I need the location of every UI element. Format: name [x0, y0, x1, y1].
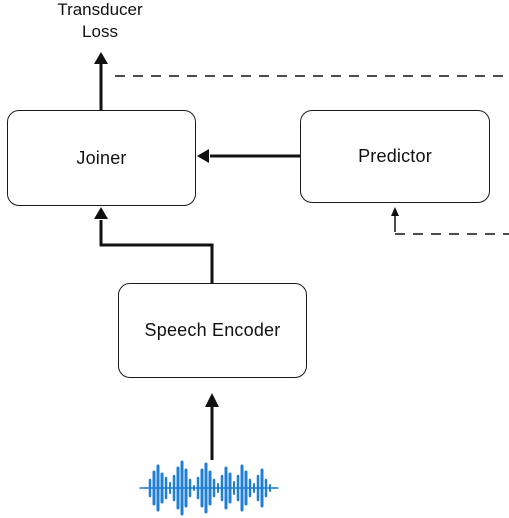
transducer-loss-line1: Transducer [57, 0, 143, 19]
arrowhead-joiner-bottom [94, 207, 108, 219]
arrowhead-joiner-right [197, 149, 209, 163]
joiner-label: Joiner [76, 147, 127, 168]
arrow-encoder-to-joiner [99, 220, 214, 283]
joiner-box: Joiner [7, 110, 196, 206]
transducer-loss-label: Transducer Loss [30, 0, 170, 43]
predictor-box: Predictor [300, 110, 490, 203]
speech-encoder-label: Speech Encoder [144, 320, 281, 340]
arrowhead-predictor [391, 207, 399, 216]
arrowhead-loss [94, 52, 108, 64]
predictor-label: Predictor [358, 146, 432, 166]
audio-waveform-icon [139, 460, 279, 516]
speech-encoder-box: Speech Encoder [118, 283, 307, 378]
transducer-loss-line2: Loss [82, 22, 118, 41]
arrowhead-encoder [205, 393, 219, 407]
